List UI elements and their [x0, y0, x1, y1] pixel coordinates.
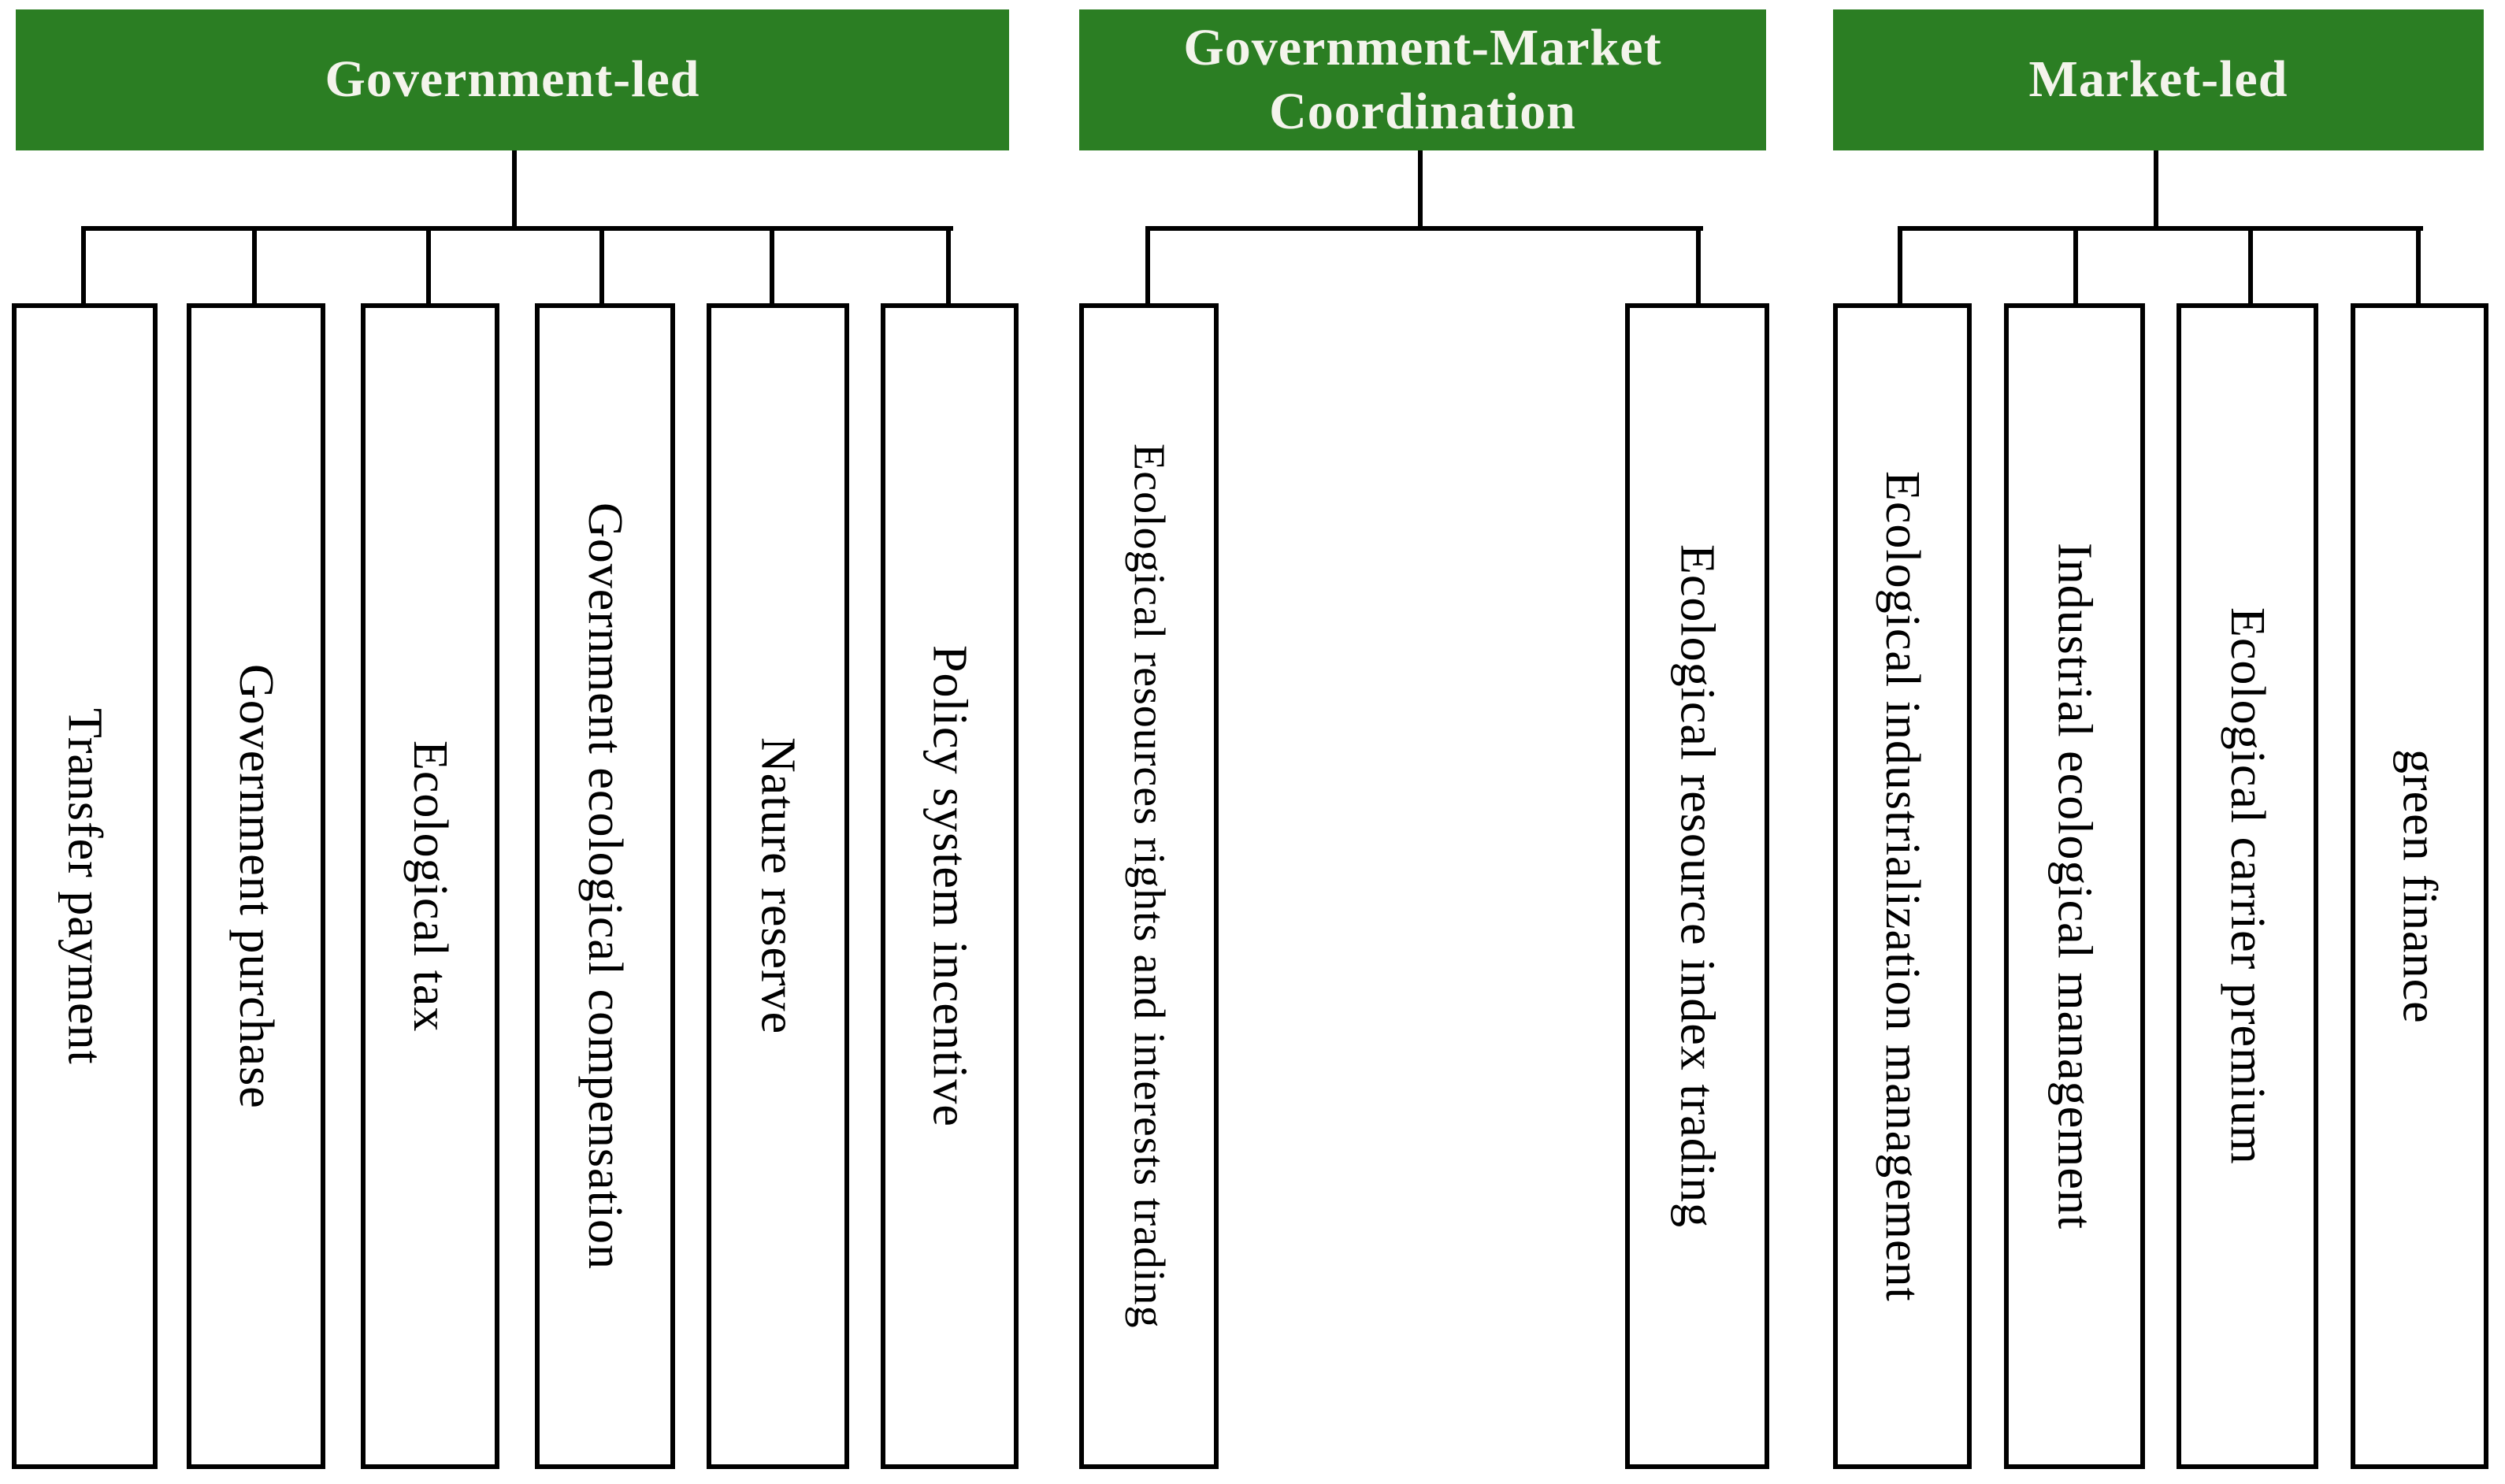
header-market-led-label: Market-led — [2028, 50, 2288, 109]
connector-coordination-stub-2 — [1696, 226, 1701, 303]
node-ecological-carrier-premium-label: Ecological carrier premium — [2221, 607, 2274, 1165]
connector-government-led-stub-4 — [599, 226, 604, 303]
node-government-purchase-label: Government purchase — [229, 663, 283, 1109]
node-government-ecological-compensation-label: Government ecological compensation — [578, 502, 632, 1271]
connector-government-led-stub-6 — [946, 226, 951, 303]
connector-market-led-stub-1 — [1898, 226, 1902, 303]
connector-coordination-stub-1 — [1145, 226, 1150, 303]
node-ecological-resources-rights-trading: Ecological resources rights and interest… — [1079, 303, 1219, 1469]
node-transfer-payment-label: Transfer payment — [58, 707, 112, 1065]
header-government-led: Government-led — [16, 9, 1009, 150]
node-ecological-tax-label: Ecological tax — [403, 740, 457, 1033]
node-green-finance-label: green finance — [2392, 748, 2447, 1024]
node-nature-reserve: Nature reserve — [707, 303, 849, 1469]
connector-government-led-stub-3 — [426, 226, 431, 303]
header-market-led: Market-led — [1833, 9, 2484, 150]
connector-government-led-rail — [84, 226, 953, 231]
node-ecological-carrier-premium: Ecological carrier premium — [2177, 303, 2318, 1469]
node-ecological-industrialization-management: Ecological industrialization management — [1833, 303, 1972, 1469]
node-government-purchase: Government purchase — [187, 303, 325, 1469]
node-ecological-resource-index-trading: Ecological resource index trading — [1625, 303, 1769, 1469]
connector-coordination-trunk — [1418, 150, 1423, 226]
connector-coordination-rail — [1148, 226, 1703, 231]
connector-market-led-stub-2 — [2073, 226, 2078, 303]
node-industrial-ecological-management: Industrial ecological management — [2004, 303, 2145, 1469]
connector-government-led-stub-2 — [252, 226, 257, 303]
node-ecological-industrialization-management-label: Ecological industrialization management — [1876, 470, 1929, 1302]
header-government-led-label: Government-led — [325, 50, 700, 109]
header-government-market-coordination: Government-Market Coordination — [1079, 9, 1766, 150]
connector-market-led-trunk — [2154, 150, 2158, 226]
connector-market-led-rail — [1900, 226, 2423, 231]
node-ecological-resources-rights-trading-label: Ecological resources rights and interest… — [1124, 443, 1174, 1329]
connector-government-led-stub-5 — [770, 226, 774, 303]
node-policy-system-incentive-label: Policy system incentive — [922, 645, 977, 1127]
connector-government-led-trunk — [512, 150, 517, 226]
node-transfer-payment: Transfer payment — [12, 303, 158, 1469]
node-ecological-resource-index-trading-label: Ecological resource index trading — [1670, 544, 1724, 1228]
connector-market-led-stub-4 — [2416, 226, 2421, 303]
node-government-ecological-compensation: Government ecological compensation — [535, 303, 675, 1469]
header-government-market-coordination-label: Government-Market Coordination — [1183, 18, 1662, 140]
node-nature-reserve-label: Nature reserve — [751, 737, 805, 1035]
node-ecological-tax: Ecological tax — [361, 303, 499, 1469]
node-green-finance: green finance — [2351, 303, 2488, 1469]
connector-government-led-stub-1 — [81, 226, 86, 303]
connector-market-led-stub-3 — [2248, 226, 2253, 303]
node-industrial-ecological-management-label: Industrial ecological management — [2047, 542, 2102, 1230]
node-policy-system-incentive: Policy system incentive — [881, 303, 1019, 1469]
